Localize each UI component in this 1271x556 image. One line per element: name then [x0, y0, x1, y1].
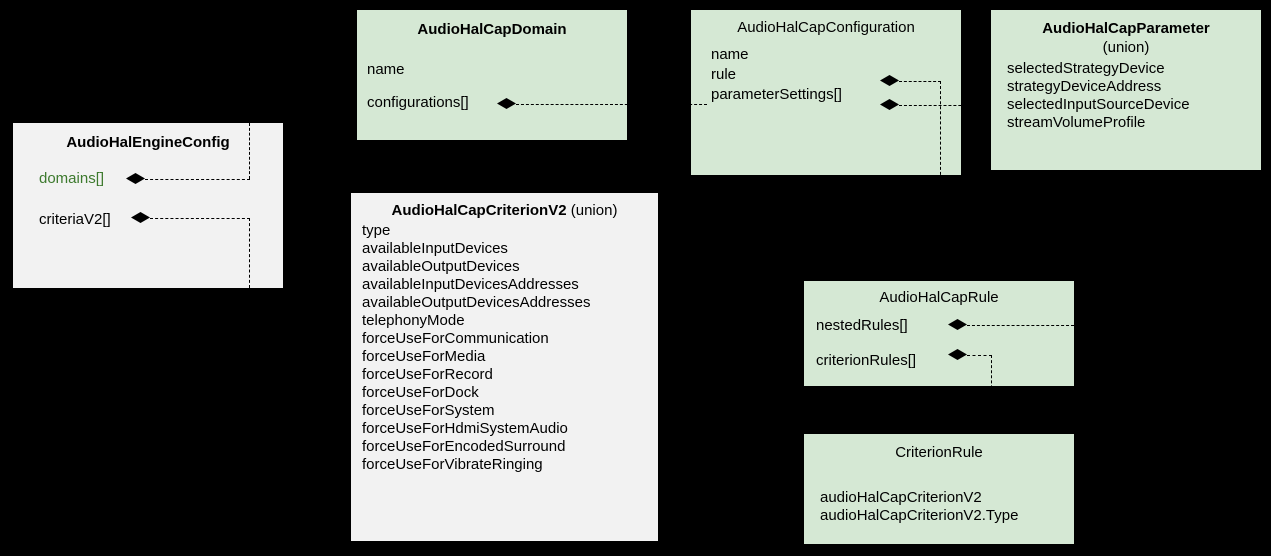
- attribute-selectedinputsourcedevice[interactable]: selectedInputSourceDevice: [1007, 96, 1190, 113]
- aggregation-diamond-domains: [126, 173, 145, 184]
- class-box-audiohalcapparameter[interactable]: AudioHalCapParameter (union) selectedStr…: [991, 10, 1261, 170]
- aggregation-diamond-parametersettings: [880, 99, 899, 110]
- class-box-audiohalcapcriterionv2[interactable]: AudioHalCapCriterionV2 (union) type avai…: [351, 193, 658, 541]
- attribute-domains[interactable]: domains[]: [39, 170, 105, 187]
- class-title-audiohalcapcriterionv2: AudioHalCapCriterionV2 (union): [351, 202, 658, 220]
- attribute-availableoutputdevicesaddresses[interactable]: availableOutputDevicesAddresses: [362, 294, 591, 311]
- aggregation-diamond-rule: [880, 75, 899, 86]
- attribute-name[interactable]: name: [711, 46, 749, 63]
- attribute-telephonymode[interactable]: telephonyMode: [362, 312, 465, 329]
- attribute-parametersettings[interactable]: parameterSettings[]: [711, 86, 842, 103]
- attribute-strategydeviceaddress[interactable]: strategyDeviceAddress: [1007, 78, 1162, 95]
- attribute-name[interactable]: name: [367, 61, 405, 78]
- attribute-audiohalcapcriterionv2[interactable]: audioHalCapCriterionV2: [820, 489, 982, 506]
- class-box-audiohalengineconfig[interactable]: AudioHalEngineConfig domains[] criteriaV…: [13, 123, 283, 288]
- aggregation-diamond-criteriav2: [131, 212, 150, 223]
- class-title-audiohalcapparameter: AudioHalCapParameter: [1042, 20, 1210, 37]
- class-title-audiohalcapdomain: AudioHalCapDomain: [417, 21, 567, 38]
- aggregation-diamond-configurations: [497, 98, 516, 109]
- attribute-availableoutputdevices[interactable]: availableOutputDevices: [362, 258, 520, 275]
- attribute-streamvolumeprofile[interactable]: streamVolumeProfile: [1007, 114, 1146, 131]
- class-title-suffix-union: (union): [566, 202, 618, 219]
- attribute-rule[interactable]: rule: [711, 66, 737, 83]
- aggregation-diamond-criterionrules: [948, 349, 967, 360]
- attribute-forceuseforvibrateringing[interactable]: forceUseForVibrateRinging: [362, 456, 543, 473]
- class-title-audiohalcaprule: AudioHalCapRule: [879, 289, 999, 306]
- attribute-forceuseforcommunication[interactable]: forceUseForCommunication: [362, 330, 549, 347]
- attribute-forceuseformedia[interactable]: forceUseForMedia: [362, 348, 486, 365]
- attribute-forceusefordock[interactable]: forceUseForDock: [362, 384, 479, 401]
- attribute-availableinputdevicesaddresses[interactable]: availableInputDevicesAddresses: [362, 276, 579, 293]
- class-title-text: AudioHalCapCriterionV2: [391, 202, 567, 219]
- attribute-criterionrules[interactable]: criterionRules[]: [816, 352, 917, 369]
- attribute-selectedstrategydevice[interactable]: selectedStrategyDevice: [1007, 60, 1165, 77]
- class-box-criterionrule[interactable]: CriterionRule audioHalCapCriterionV2 aud…: [804, 434, 1074, 544]
- attribute-forceuseforencodedsurround[interactable]: forceUseForEncodedSurround: [362, 438, 566, 455]
- class-title-suffix-union: (union): [1102, 39, 1150, 56]
- class-box-audiohalcapconfiguration[interactable]: AudioHalCapConfiguration name rule param…: [691, 10, 961, 175]
- attribute-nestedrules[interactable]: nestedRules[]: [816, 317, 908, 334]
- attribute-type[interactable]: type: [362, 222, 391, 239]
- attribute-criteriav2[interactable]: criteriaV2[]: [39, 211, 111, 228]
- class-box-audiohalcapdomain[interactable]: AudioHalCapDomain name configurations[]: [357, 10, 627, 140]
- class-title-criterionrule: CriterionRule: [895, 444, 983, 461]
- attribute-forceuseforhdmisystemaudio[interactable]: forceUseForHdmiSystemAudio: [362, 420, 568, 437]
- class-title-audiohalengineconfig: AudioHalEngineConfig: [66, 134, 230, 151]
- attribute-availableinputdevices[interactable]: availableInputDevices: [362, 240, 508, 257]
- attribute-forceuseforsystem[interactable]: forceUseForSystem: [362, 402, 495, 419]
- class-box-audiohalcaprule[interactable]: AudioHalCapRule nestedRules[] criterionR…: [804, 281, 1074, 386]
- aggregation-diamond-nestedrules: [948, 319, 967, 330]
- class-title-audiohalcapconfiguration: AudioHalCapConfiguration: [737, 19, 915, 36]
- attribute-configurations[interactable]: configurations[]: [367, 94, 469, 111]
- attribute-forceuseforrecord[interactable]: forceUseForRecord: [362, 366, 493, 383]
- attribute-audiohalcapcriterionv2-type[interactable]: audioHalCapCriterionV2.Type: [820, 507, 1019, 524]
